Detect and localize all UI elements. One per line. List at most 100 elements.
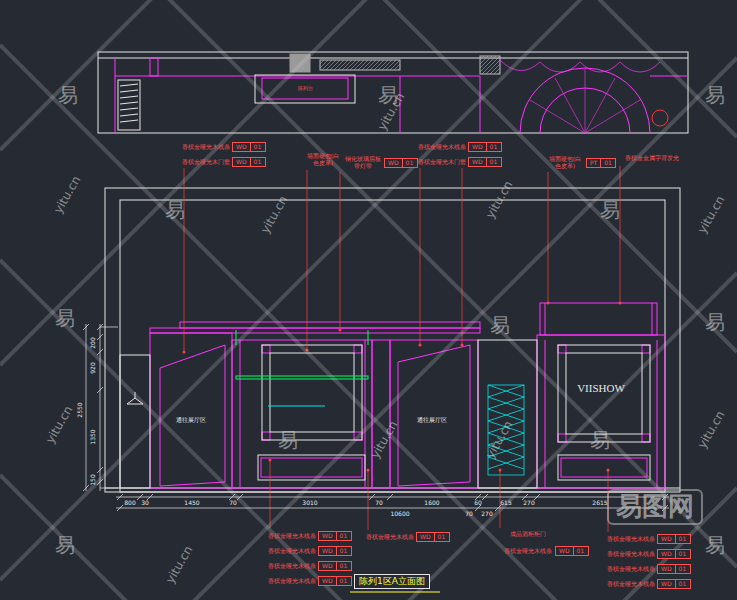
cabinet-lines bbox=[261, 458, 362, 477]
tag-code: 01 bbox=[250, 158, 265, 166]
watermark-grid bbox=[0, 58, 737, 600]
tag-code: 01 bbox=[336, 547, 351, 555]
cabinet-outline bbox=[566, 353, 642, 434]
callout-text: 香槟金哑光木线条 bbox=[268, 548, 316, 555]
cabinet-lines bbox=[262, 432, 270, 440]
cabinet-lines bbox=[180, 322, 480, 328]
leader-dot bbox=[461, 344, 464, 347]
tag-code: WD bbox=[319, 577, 336, 585]
watermark: yitu.cn bbox=[44, 404, 76, 446]
material-tag: WD01 bbox=[318, 561, 352, 571]
dimension: 70 bbox=[229, 500, 237, 507]
callout-text: 钢化玻璃层板带灯带 bbox=[345, 156, 381, 170]
dimension: 200 bbox=[90, 337, 97, 348]
elevation-frame bbox=[120, 200, 665, 492]
watermark: yitu.cn bbox=[52, 174, 84, 216]
room-label: 通往展厅区 bbox=[176, 417, 206, 424]
plan-view bbox=[118, 80, 140, 130]
dimension: 800 bbox=[124, 500, 135, 507]
plan-view bbox=[115, 76, 480, 77]
dimension: 1350 bbox=[90, 429, 97, 444]
leader-dot bbox=[183, 351, 186, 354]
watermark: 易 bbox=[278, 429, 298, 452]
watermark-grid bbox=[0, 0, 737, 567]
leader-line bbox=[340, 172, 341, 330]
callout-text: 香槟金哑光木线条 bbox=[268, 563, 316, 570]
drawing-title: 陈列1区A立面图 bbox=[354, 574, 430, 589]
leader-line bbox=[184, 168, 185, 352]
dimension: 920 bbox=[90, 362, 97, 373]
cabinet-lines bbox=[262, 345, 270, 353]
cabinet-lines bbox=[150, 333, 232, 488]
tag-code: 01 bbox=[336, 532, 351, 540]
watermark: yitu.cn bbox=[696, 194, 728, 236]
watermark-grid bbox=[0, 0, 737, 580]
watermark: 易 bbox=[705, 534, 725, 557]
tag-code: WD bbox=[233, 158, 250, 166]
cabinet-lines bbox=[558, 345, 566, 353]
callout-text: 香槟金哑光木线条 bbox=[504, 548, 552, 555]
tag-code: 01 bbox=[573, 547, 588, 555]
watermark-grid bbox=[0, 260, 737, 600]
leader-dot bbox=[499, 469, 502, 472]
cabinet-lines bbox=[652, 303, 653, 335]
leader-dot bbox=[367, 469, 370, 472]
callout-text: 香槟金哑光木线条 bbox=[366, 534, 414, 541]
callout-text: 香槟金哑光木线条 bbox=[607, 536, 655, 543]
leader-dot bbox=[269, 459, 272, 462]
tag-code: 01 bbox=[250, 143, 265, 151]
cabinet-outline bbox=[558, 345, 650, 442]
callout-text: 香槟金哑光木线条 bbox=[418, 144, 466, 151]
watermark: 易 bbox=[55, 534, 75, 557]
cabinet-lines bbox=[232, 340, 372, 488]
material-tag: WD01 bbox=[318, 531, 352, 541]
dimension: 2615 bbox=[592, 500, 607, 507]
room-label: 通往展厅区 bbox=[417, 417, 447, 424]
tag-code: WD bbox=[319, 532, 336, 540]
cabinet-lines bbox=[558, 434, 566, 442]
tag-code: WD bbox=[556, 547, 573, 555]
watermark-grid bbox=[0, 0, 737, 137]
cabinet-lines bbox=[642, 434, 650, 442]
callout-text: 香槟金哑光木线条 bbox=[607, 551, 655, 558]
leader-line bbox=[368, 470, 369, 530]
tag-code: 01 bbox=[486, 143, 501, 151]
dimension-line bbox=[117, 494, 668, 500]
plan-view bbox=[320, 60, 400, 70]
material-tag: PT01 bbox=[586, 158, 616, 168]
watermark: yitu.cn bbox=[484, 419, 516, 461]
watermark: 易 bbox=[58, 84, 78, 107]
leader-line bbox=[548, 172, 549, 303]
callout-text: 香槟金哑光木线条 bbox=[268, 578, 316, 585]
tag-code: WD bbox=[658, 565, 675, 573]
watermark-grid bbox=[0, 45, 737, 600]
plan-view bbox=[530, 68, 640, 133]
logo-text: VIISHOW bbox=[577, 382, 625, 395]
tag-code: WD bbox=[385, 159, 402, 167]
dimension: 270 bbox=[523, 500, 534, 507]
leader-line bbox=[270, 460, 271, 528]
leader-line bbox=[184, 166, 620, 532]
plan-view bbox=[480, 56, 500, 74]
plan-view bbox=[115, 58, 116, 133]
material-tag: WD01 bbox=[555, 546, 589, 556]
watermark-grid bbox=[0, 0, 737, 352]
cabinet-lines bbox=[642, 345, 650, 353]
callout-text: 墙面硬包(白色皮革) bbox=[547, 156, 583, 170]
cabinet-lines bbox=[150, 303, 665, 488]
cabinet-lines bbox=[150, 328, 480, 333]
watermark: 易 bbox=[165, 199, 185, 222]
material-tag: WD01 bbox=[657, 579, 691, 589]
plan-view bbox=[500, 60, 660, 72]
cabinet-lines bbox=[657, 340, 658, 488]
leader-dot bbox=[419, 344, 422, 347]
tag-code: PT bbox=[587, 159, 600, 167]
tag-code: 01 bbox=[434, 533, 449, 541]
plan-view bbox=[120, 84, 138, 122]
cabinet-lines bbox=[561, 458, 647, 477]
dimension: 615 bbox=[500, 500, 511, 507]
leader-line bbox=[307, 170, 308, 350]
dimension-line bbox=[116, 508, 669, 509]
material-tag: WD01 bbox=[468, 142, 502, 152]
tag-code: WD bbox=[658, 550, 675, 558]
